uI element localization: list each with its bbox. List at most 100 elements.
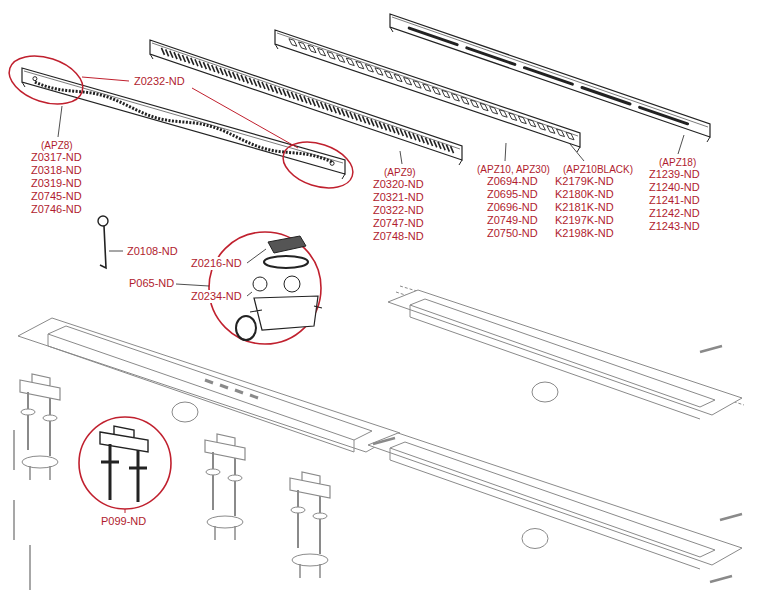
grate-slot bbox=[400, 129, 403, 136]
grate-slot bbox=[409, 132, 412, 139]
grate-slot bbox=[356, 61, 364, 69]
grate-slot bbox=[451, 94, 459, 102]
grate-slot bbox=[566, 132, 574, 140]
grate-slot bbox=[354, 113, 357, 120]
grate-slot bbox=[467, 48, 515, 65]
grate-slot bbox=[425, 138, 428, 145]
drain-grate bbox=[22, 68, 345, 179]
foot-bracket bbox=[205, 434, 245, 460]
grate-slot bbox=[363, 116, 366, 123]
grate-outline bbox=[275, 30, 580, 147]
foot-bolt bbox=[298, 490, 320, 554]
grate-hook bbox=[275, 44, 580, 152]
grate-slot bbox=[220, 68, 223, 75]
outlet-body bbox=[250, 296, 322, 330]
grate-slot bbox=[358, 115, 361, 122]
grate-slot bbox=[191, 58, 194, 65]
grate-slot bbox=[490, 106, 498, 114]
grate-outline bbox=[22, 68, 345, 174]
mounting-foot bbox=[205, 434, 245, 540]
grate-slot bbox=[388, 125, 391, 132]
grate-slot bbox=[270, 85, 273, 92]
wing-nut bbox=[291, 507, 305, 513]
callout-circle bbox=[79, 417, 171, 509]
grate-slot bbox=[254, 79, 257, 86]
grate-slot bbox=[287, 91, 290, 98]
grate-slot bbox=[417, 135, 420, 142]
part-number: Z0745-ND bbox=[30, 190, 83, 203]
wing-nut bbox=[43, 415, 57, 421]
pin-loop bbox=[98, 216, 108, 226]
grate-slot bbox=[394, 74, 402, 82]
grate-slot bbox=[291, 92, 294, 99]
grate-slot bbox=[178, 54, 181, 61]
foot-bolt bbox=[213, 452, 235, 516]
part-number: Z0321-ND bbox=[372, 191, 425, 204]
grate-slot bbox=[245, 76, 248, 83]
channel-flange bbox=[368, 433, 742, 565]
grate-slot bbox=[499, 110, 507, 118]
grate-edge bbox=[24, 71, 343, 163]
part-number: K2181K-ND bbox=[554, 201, 615, 214]
leader-line bbox=[82, 77, 298, 148]
part-number: Z1239-ND bbox=[648, 168, 701, 181]
grate-slot bbox=[461, 97, 469, 105]
mounting-foot bbox=[20, 374, 60, 480]
callout-circle bbox=[209, 232, 321, 344]
grate-slot bbox=[304, 96, 307, 103]
grate-slot bbox=[300, 95, 303, 102]
channel-trough bbox=[390, 442, 715, 569]
grate-slot bbox=[241, 75, 244, 82]
grate-slot bbox=[161, 48, 164, 55]
foot-base bbox=[292, 554, 328, 566]
part-number: Z1242-ND bbox=[648, 207, 701, 220]
grate-slot bbox=[480, 103, 488, 111]
grate-slot bbox=[471, 100, 479, 108]
grate-slot bbox=[182, 55, 185, 62]
grate-slot bbox=[258, 81, 261, 88]
grate-slot bbox=[442, 143, 445, 150]
part-number: K2198K-ND bbox=[554, 227, 615, 240]
grate-slot bbox=[365, 65, 373, 73]
grate-slot bbox=[228, 71, 231, 78]
channel-outlet bbox=[532, 382, 558, 402]
drain-grate bbox=[390, 14, 710, 142]
float-ball bbox=[284, 276, 300, 292]
grate-slot bbox=[327, 52, 335, 60]
grate-slot bbox=[199, 61, 202, 68]
grate-slot bbox=[266, 83, 269, 90]
grate-slot bbox=[203, 62, 206, 69]
grate-slot bbox=[296, 93, 299, 100]
grate-slot bbox=[337, 108, 340, 115]
grate-slot bbox=[308, 45, 316, 53]
grate-slot bbox=[350, 112, 353, 119]
grate-slot bbox=[404, 77, 412, 85]
part-number: K2179K-ND bbox=[554, 175, 615, 188]
grate-slot bbox=[392, 126, 395, 133]
grate-slot bbox=[379, 122, 382, 129]
grate-slot bbox=[396, 128, 399, 135]
part-number: Z0319-ND bbox=[30, 177, 83, 190]
drain-grate bbox=[150, 40, 462, 165]
channel-trough bbox=[410, 299, 715, 419]
grate-slot bbox=[312, 99, 315, 106]
part-number: Z0695-ND bbox=[486, 188, 539, 201]
grate-slot bbox=[283, 89, 286, 96]
part-number: Z0694-ND bbox=[486, 175, 539, 188]
grate-slot bbox=[434, 140, 437, 147]
grate-slot bbox=[547, 126, 555, 134]
grate-slot bbox=[174, 52, 177, 59]
part-number: Z0750-ND bbox=[486, 227, 539, 240]
grate-hook bbox=[22, 82, 345, 179]
part-number: Z0317-ND bbox=[30, 151, 83, 164]
channel-outlet bbox=[172, 402, 198, 422]
part-number: Z0216-ND bbox=[190, 257, 243, 270]
grate-slot bbox=[308, 98, 311, 105]
grate-hole bbox=[33, 77, 37, 81]
anchor-screw bbox=[30, 466, 50, 480]
grate-hook bbox=[390, 27, 710, 142]
grate-slot bbox=[409, 28, 457, 44]
foot-bolt bbox=[28, 392, 50, 456]
